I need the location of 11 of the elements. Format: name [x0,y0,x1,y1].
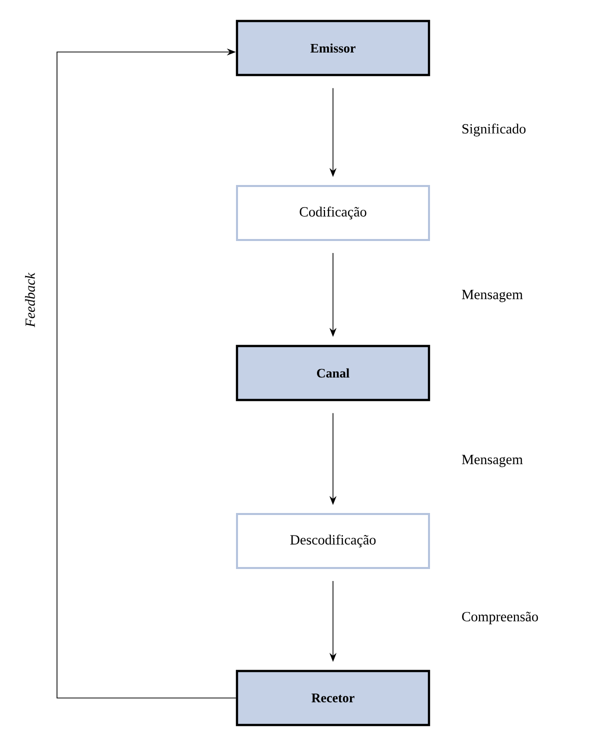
process-box: Emissor [236,20,430,76]
process-box: Canal [236,344,430,402]
process-box: Descodificação [236,513,430,569]
edge-label: Feedback [25,272,35,328]
process-box: Codificação [236,185,430,241]
feedback-arrow [56,48,236,698]
step-label: Compreensão [462,612,538,624]
process-box: Recetor [236,670,430,726]
step-label: Significado [462,124,526,136]
step-label: Mensagem [462,290,523,302]
step-label: Mensagem [462,454,523,468]
